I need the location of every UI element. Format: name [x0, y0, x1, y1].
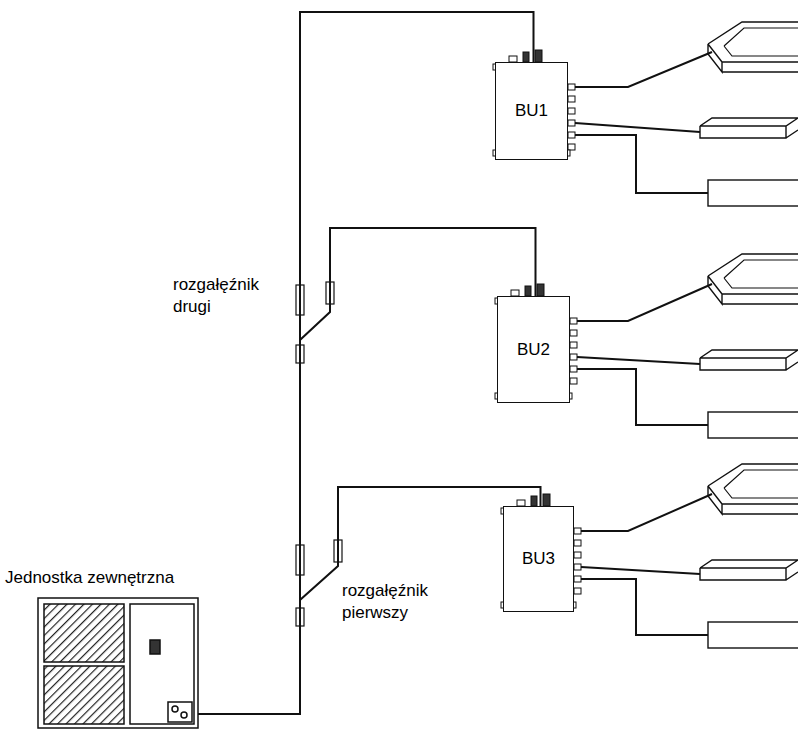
port	[570, 330, 577, 336]
branch-fitting	[296, 282, 342, 626]
port	[568, 84, 575, 90]
wall-unit	[708, 622, 798, 648]
unit-heading: Jednostka zewnętrzna	[5, 568, 174, 588]
outdoor-unit: Jednostka zewnętrzna	[38, 598, 198, 728]
refrigerant-line	[581, 579, 708, 635]
port	[570, 354, 577, 360]
port	[543, 494, 550, 506]
wall-unit	[708, 412, 798, 438]
port	[574, 540, 581, 546]
wall-unit	[708, 180, 798, 206]
refrigerant-line	[581, 567, 700, 574]
duct-unit	[700, 118, 798, 138]
outdoor-unit-drawing	[38, 598, 198, 728]
port	[570, 318, 577, 324]
port	[574, 588, 581, 594]
refrigerant-line	[581, 494, 712, 531]
port	[531, 496, 537, 506]
duct-unit	[700, 560, 798, 580]
port	[568, 120, 575, 126]
cassette-unit	[724, 28, 798, 56]
port	[568, 144, 575, 150]
port	[568, 96, 575, 102]
cassette-unit	[724, 470, 798, 498]
refrigerant-pipe	[198, 12, 534, 714]
cassette-unit	[708, 464, 798, 514]
unit-label: BU1	[515, 101, 548, 121]
port	[574, 576, 581, 582]
unit-label: BU3	[522, 549, 555, 569]
unit-label: BU2	[517, 340, 550, 360]
refrigerant-line	[575, 52, 712, 87]
branch-unit-box: BU1	[495, 62, 568, 160]
port	[525, 286, 531, 296]
refrigerant-pipe	[198, 228, 536, 714]
branch-unit-box: BU2	[497, 296, 570, 403]
branch-label: rozgałęźnik pierwszy	[342, 580, 452, 624]
port	[568, 132, 575, 138]
refrigerant-line	[577, 357, 700, 364]
port	[537, 284, 544, 296]
port	[523, 52, 529, 62]
refrigerant-line	[575, 135, 708, 193]
port	[570, 342, 577, 348]
port	[570, 366, 577, 372]
cassette-unit	[724, 260, 798, 288]
port	[570, 378, 577, 384]
port	[574, 564, 581, 570]
cassette-unit	[708, 254, 798, 304]
refrigerant-line	[575, 123, 700, 132]
refrigerant-line	[577, 284, 712, 321]
port	[574, 552, 581, 558]
branch-label: rozgałęźnik drugi	[173, 274, 273, 318]
port	[535, 50, 542, 62]
refrigerant-line	[577, 369, 708, 425]
port	[574, 528, 581, 534]
port	[568, 108, 575, 114]
duct-unit	[700, 350, 798, 370]
refrigerant-pipe	[198, 487, 541, 714]
cassette-unit	[708, 22, 798, 72]
branch-unit-box: BU3	[503, 506, 574, 612]
